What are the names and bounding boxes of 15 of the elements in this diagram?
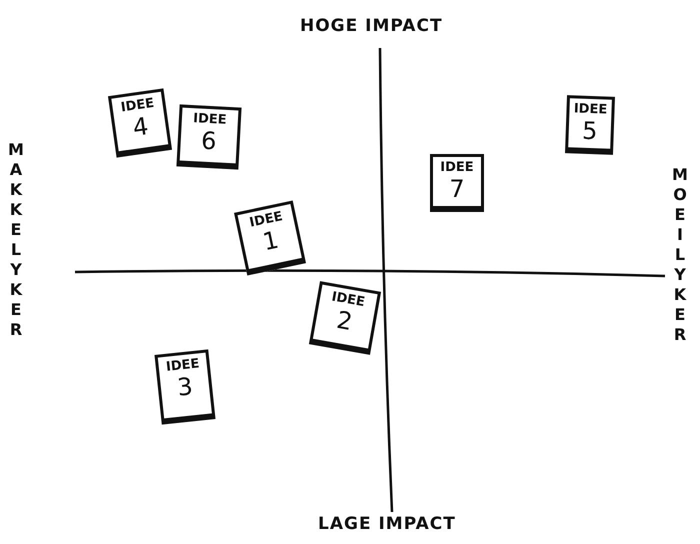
note-heading: IDEE: [574, 102, 608, 118]
note-number: 5: [582, 117, 598, 146]
axis-label: MOEILYKER: [672, 165, 688, 345]
note-heading: IDEE: [192, 112, 227, 128]
note-number: 3: [176, 372, 194, 403]
axis-label: HOGE IMPACT: [300, 16, 443, 36]
sticky-note: [565, 95, 615, 155]
note-number: 7: [449, 175, 465, 204]
sticky-note: [176, 104, 242, 170]
axis-label: LAGE IMPACT: [318, 514, 456, 534]
axis-label: MAKKELYKER: [8, 140, 24, 340]
sticky-note: [430, 154, 484, 212]
note-heading: IDEE: [440, 161, 474, 176]
note-heading: IDEE: [165, 357, 200, 376]
note-number: 6: [200, 126, 218, 156]
